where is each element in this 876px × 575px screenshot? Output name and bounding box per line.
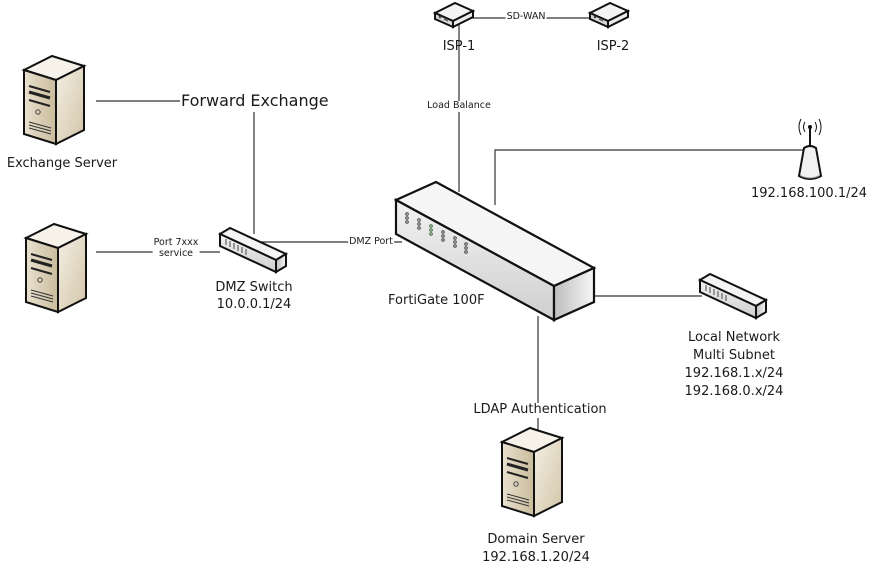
isp2-modem-icon xyxy=(589,2,629,28)
sdwan-link-label: SD-WAN xyxy=(505,11,547,23)
local-network-subnet: 192.168.0.x/24 xyxy=(684,384,784,399)
exchange-server-icon xyxy=(22,54,86,146)
dmz-switch-icon xyxy=(219,227,287,273)
service-server-icon xyxy=(24,222,88,314)
fortigate-firewall-icon xyxy=(393,180,597,322)
port-service-line1: Port 7xxx xyxy=(153,237,199,248)
isp1-label: ISP-1 xyxy=(442,39,476,54)
local-network-subnet: 192.168.1.x/24 xyxy=(684,366,784,381)
isp2-label: ISP-2 xyxy=(596,39,630,54)
domain-server-label: Domain Server 192.168.1.20/24 xyxy=(482,531,590,567)
fortigate-label: FortiGate 100F xyxy=(388,293,485,308)
isp1-modem-icon xyxy=(434,2,474,28)
wifi-ap-ip-label: 192.168.100.1/24 xyxy=(750,186,868,201)
local-network-name: Local Network xyxy=(687,330,781,345)
domain-server-name: Domain Server xyxy=(487,532,585,547)
link-wifi-ap xyxy=(494,149,810,205)
domain-server-icon xyxy=(500,426,564,518)
local-network-sublabel: Multi Subnet xyxy=(692,348,775,363)
ldap-link-label: LDAP Authentication xyxy=(472,402,608,418)
port-service-link-label: Port 7xxx service xyxy=(152,237,200,260)
dmz-switch-ip: 10.0.0.1/24 xyxy=(216,296,292,312)
forward-exchange-link-label: Forward Exchange xyxy=(180,91,330,111)
load-balance-link-label: Load Balance xyxy=(426,100,492,112)
port-service-line2: service xyxy=(158,247,194,259)
wireless-access-point-icon xyxy=(797,118,823,180)
exchange-server-label: Exchange Server xyxy=(6,156,118,171)
domain-server-ip: 192.168.1.20/24 xyxy=(482,550,590,565)
dmz-port-link-label: DMZ Port xyxy=(348,236,394,248)
local-switch-icon xyxy=(699,273,767,319)
dmz-switch-name: DMZ Switch xyxy=(215,280,293,295)
local-network-label: Local Network Multi Subnet 192.168.1.x/2… xyxy=(685,329,784,401)
dmz-switch-label: DMZ Switch 10.0.0.1/24 xyxy=(215,280,293,313)
